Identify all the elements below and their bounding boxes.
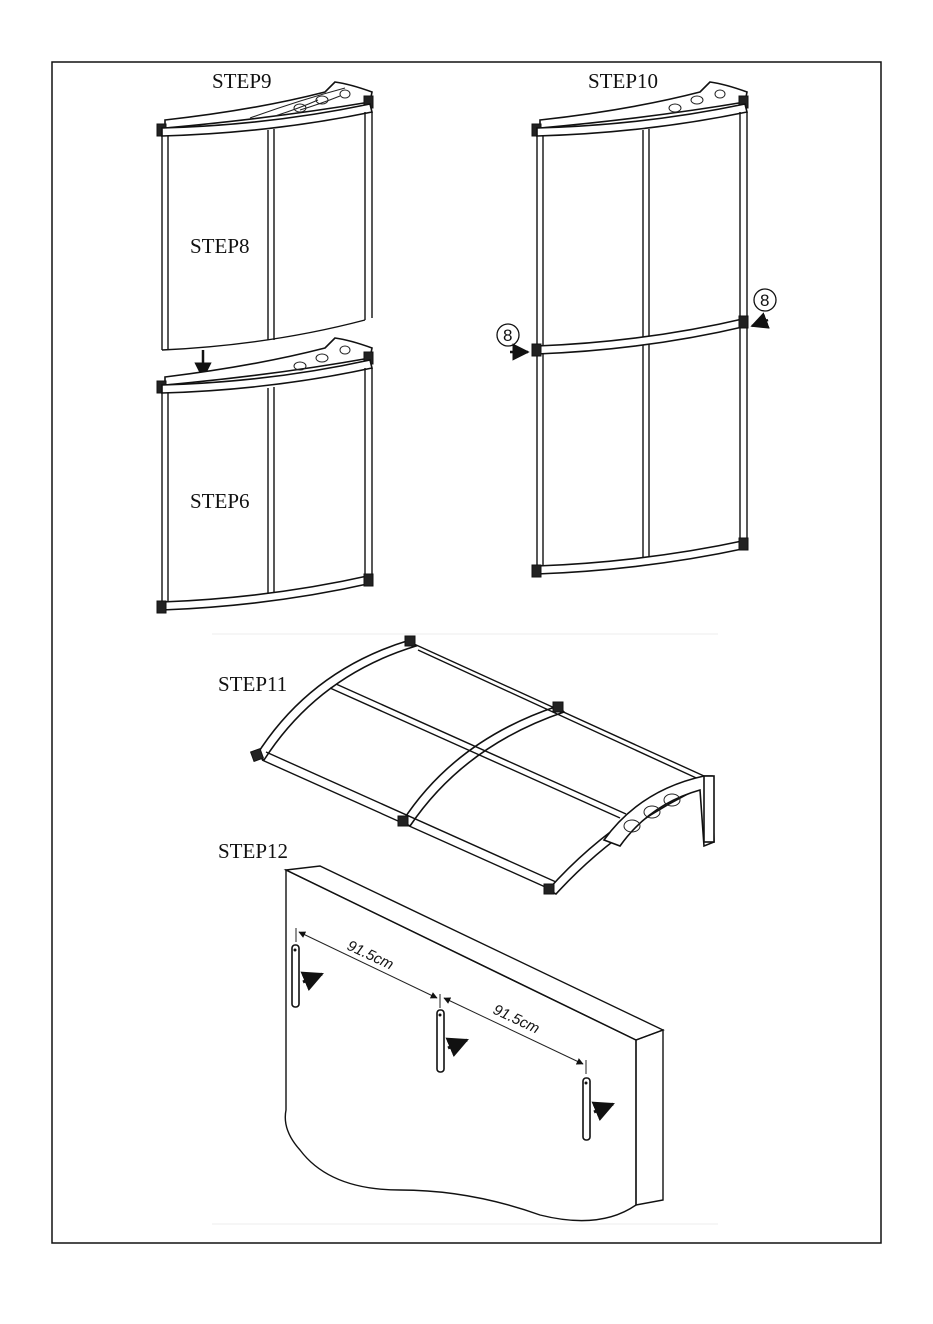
step6-label: STEP6 xyxy=(190,489,250,513)
step10-assembly: STEP10 8 8 xyxy=(497,69,776,577)
bracket-arrow-2 xyxy=(448,1040,467,1048)
wall xyxy=(285,870,636,1221)
step12-label: STEP12 xyxy=(218,839,288,863)
step9-assembly: STEP9 STEP8 xyxy=(157,69,373,350)
dimension-first: 91.5cm xyxy=(344,937,396,973)
bracket-arrow-1 xyxy=(303,974,322,982)
callout-right-arrow xyxy=(752,320,768,326)
step6-assembly: STEP6 xyxy=(157,338,373,613)
bracket-arrow-3 xyxy=(594,1104,613,1112)
step10-label: STEP10 xyxy=(588,69,658,93)
step12-assembly: 91.5cm 91.5cm STEP12 xyxy=(218,839,663,1221)
step9-label: STEP9 xyxy=(212,69,272,93)
step11-assembly: STEP11 xyxy=(218,636,714,894)
callout-left: 8 xyxy=(503,326,512,345)
callout-right: 8 xyxy=(760,291,769,310)
step8-label: STEP8 xyxy=(190,234,250,258)
step11-label: STEP11 xyxy=(218,672,287,696)
page-frame xyxy=(52,62,881,1243)
